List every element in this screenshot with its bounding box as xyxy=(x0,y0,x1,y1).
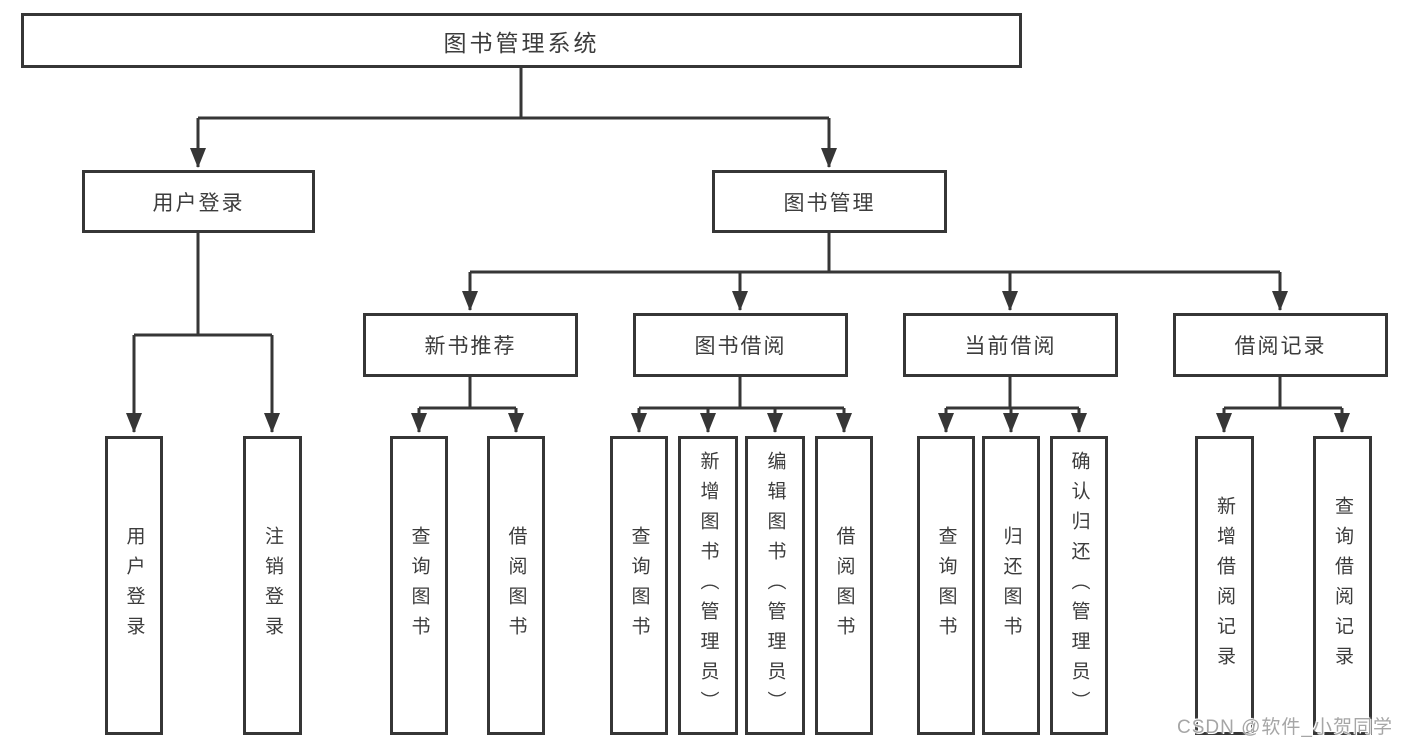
csdn-watermark: CSDN @软件_小贺同学 xyxy=(1177,717,1393,738)
node-book-borrow: 图书借阅 xyxy=(633,313,848,377)
node-borrow-records: 借阅记录 xyxy=(1173,313,1388,377)
node-current-borrow: 当前借阅 xyxy=(903,313,1118,377)
leaf-nbr-query-books: 查询图书 xyxy=(390,436,448,735)
leaf-nbr-borrow-books: 借阅图书 xyxy=(487,436,545,735)
leaf-br-add-record: 新增借阅记录 xyxy=(1195,436,1254,735)
tree-branch-lines xyxy=(134,68,1342,410)
leaf-cb-query-books: 查询图书 xyxy=(917,436,975,735)
leaf-br-query-record: 查询借阅记录 xyxy=(1313,436,1372,735)
leaf-bb-borrow-books: 借阅图书 xyxy=(815,436,873,735)
node-user-login-module: 用户登录 xyxy=(82,170,315,233)
node-book-management: 图书管理 xyxy=(712,170,947,233)
leaf-bb-edit-book-admin: 编辑图书（管理员） xyxy=(745,436,805,735)
node-library-system: 图书管理系统 xyxy=(21,13,1022,68)
leaf-cb-return-books: 归还图书 xyxy=(982,436,1040,735)
leaf-cb-confirm-return-admin: 确认归还（管理员） xyxy=(1050,436,1108,735)
leaf-bb-query-books: 查询图书 xyxy=(610,436,668,735)
leaf-user-login: 用户登录 xyxy=(105,436,163,735)
leaf-bb-add-book-admin: 新增图书（管理员） xyxy=(678,436,738,735)
node-new-book-recommend: 新书推荐 xyxy=(363,313,578,377)
leaf-logout: 注销登录 xyxy=(243,436,302,735)
